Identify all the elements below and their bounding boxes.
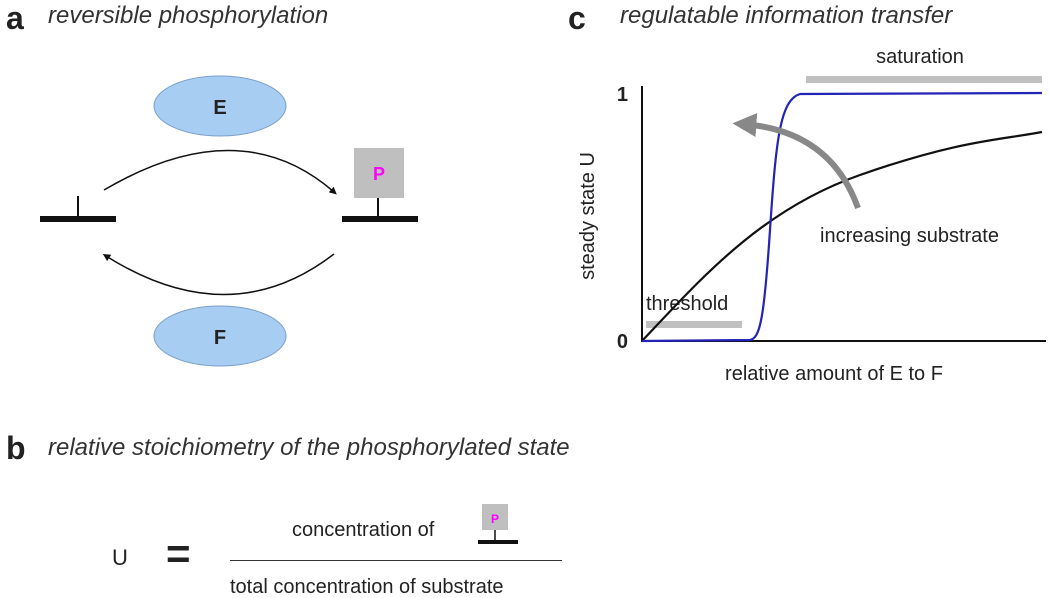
steady-state-plot: 1 0 steady state U relative amount of E … [577,46,1046,385]
panel-a-letter: a [6,0,24,36]
y-tick-1: 1 [617,84,628,106]
y-axis-label: steady state U [577,152,599,280]
x-axis-label: relative amount of E to F [725,363,943,385]
saturation-bar [806,76,1042,83]
increasing-substrate-arrow [732,113,861,210]
numerator-phospho-label: P [491,512,499,526]
y-tick-0: 0 [617,331,628,353]
sigmoid-curve [641,91,1043,343]
enzyme-f-label: F [214,327,226,349]
threshold-bar [646,321,742,328]
saturation-label: saturation [876,46,964,68]
fraction-bar [230,560,562,561]
unphosphorylated-substrate [40,196,116,222]
phosphorylation-arrow [103,149,337,195]
dephosphorylation-arrow [102,253,335,296]
equals-sign: = [166,530,191,577]
panel-c-letter: c [568,0,586,36]
enzyme-e-label: E [213,97,226,119]
enzyme-e: E [153,75,287,137]
phosphorylated-substrate: P [342,148,418,222]
threshold-label: threshold [646,293,728,315]
panel-b-title: relative stoichiometry of the phosphoryl… [48,434,570,461]
panel-a-title: reversible phosphorylation [48,2,329,29]
numerator-text: concentration of [292,519,435,541]
panel-b-letter: b [6,430,26,466]
phospho-label: P [373,164,385,184]
hyperbolic-curve [641,130,1043,342]
enzyme-f: F [153,305,287,367]
increasing-substrate-label: increasing substrate [820,225,999,247]
numerator-phospho-substrate-icon: P [478,504,518,544]
panel-c-title: regulatable information transfer [620,2,953,29]
u-symbol: U [112,545,128,570]
phosphorylation-cycle-diagram: E F P [40,75,418,367]
denominator-text: total concentration of substrate [230,576,504,598]
